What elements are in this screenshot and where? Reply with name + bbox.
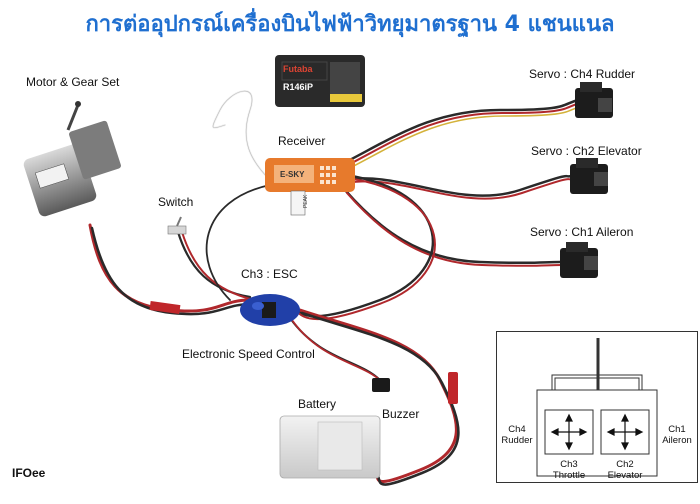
- label-switch: Switch: [158, 195, 194, 209]
- label-servo-aileron: Servo : Ch1 Aileron: [530, 225, 634, 239]
- transmitter-drawing: [536, 338, 658, 477]
- title: การต่ออุปกรณ์เครื่องบินไฟฟ้าวิทยุมาตรฐาน…: [85, 12, 615, 37]
- transmitter-handle: [554, 377, 640, 390]
- receiver-model: R146iP: [283, 82, 313, 92]
- battery-pack: [279, 415, 381, 479]
- label-receiver: Receiver: [278, 134, 326, 148]
- wire-bundle: [88, 90, 583, 486]
- label-servo-rudder: Servo : Ch4 Rudder: [529, 67, 636, 81]
- antenna-wire: [212, 90, 271, 181]
- wire-switch: [176, 230, 252, 299]
- receiver-tag: PEAK: [303, 194, 309, 208]
- wire-rx-elevator: [343, 174, 574, 197]
- servo-elevator: [570, 158, 608, 194]
- wire-rx-aileron: [343, 188, 562, 265]
- tx-left-stick-label: Ch3 Throttle: [552, 459, 586, 481]
- motor-gear-set: [23, 101, 121, 217]
- label-esc-full: Electronic Speed Control: [182, 347, 315, 361]
- esc-device: [240, 294, 300, 326]
- buzzer-device: [372, 378, 390, 392]
- label-motor: Motor & Gear Set: [26, 75, 120, 89]
- label-servo-elevator: Servo : Ch2 Elevator: [531, 144, 642, 158]
- label-esc-channel: Ch3 : ESC: [241, 267, 298, 281]
- servo-aileron: [560, 242, 598, 278]
- credit-label: IFOee: [12, 466, 46, 480]
- label-buzzer: Buzzer: [382, 407, 420, 421]
- transmitter-diagram: Ch4 Rudder Ch1 Aileron Ch3 Throttle Ch2 …: [496, 331, 698, 483]
- battery-connector: [448, 372, 458, 404]
- wire-motor-esc: [88, 223, 252, 313]
- servo-rudder: [575, 82, 613, 118]
- wire-rx-rudder: [338, 98, 580, 167]
- tx-right-stick-label: Ch2 Elevator: [607, 459, 643, 481]
- switch-device: [167, 216, 187, 235]
- left-stick-arrows: [550, 413, 588, 451]
- wire-loop-left: [205, 184, 271, 301]
- motor-connector: [149, 300, 181, 315]
- label-battery: Battery: [298, 397, 337, 411]
- tx-left-label: Ch4 Rudder: [501, 424, 533, 446]
- futaba-receiver: Futaba R146iP: [275, 55, 365, 107]
- tx-right-label: Ch1 Aileron: [662, 424, 692, 446]
- receiver-brand: Futaba: [283, 64, 313, 74]
- esky-receiver: E-SKY PEAK: [265, 158, 355, 216]
- receiver-sticker: E-SKY: [280, 170, 305, 179]
- right-stick-arrows: [606, 413, 644, 451]
